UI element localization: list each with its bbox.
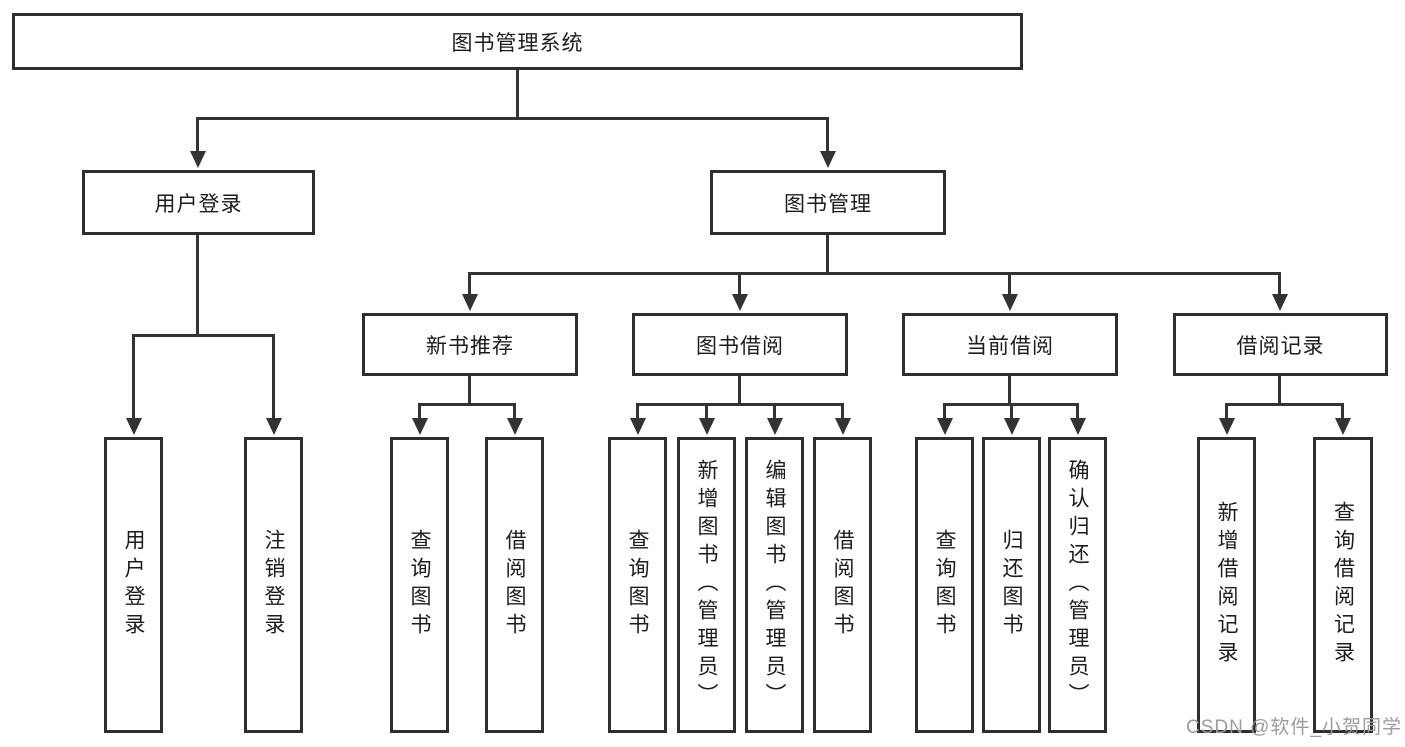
leaf-query-books-current: 查询图书 xyxy=(915,437,974,733)
arrowhead-icon xyxy=(937,418,953,435)
edge-line xyxy=(841,403,844,420)
edge-line xyxy=(468,272,471,296)
arrowhead-icon xyxy=(1272,294,1288,311)
leaf-borrow-books-borrowing: 借阅图书 xyxy=(813,437,872,733)
leaf-return-books: 归还图书 xyxy=(982,437,1041,733)
arrowhead-icon xyxy=(507,418,523,435)
arrowhead-icon xyxy=(732,294,748,311)
node-new-book-recommend: 新书推荐 xyxy=(362,313,578,376)
edge-line xyxy=(516,70,519,118)
edge-line xyxy=(272,334,275,420)
edge-line xyxy=(1278,272,1281,296)
edge-line xyxy=(636,403,639,420)
edge-line xyxy=(738,272,741,296)
leaf-borrow-books-recommend: 借阅图书 xyxy=(485,437,544,733)
leaf-edit-book-admin: 编辑图书（管理员） xyxy=(745,437,804,733)
leaf-user-login: 用户登录 xyxy=(104,437,163,733)
arrowhead-icon xyxy=(835,418,851,435)
arrowhead-icon xyxy=(126,418,142,435)
edge-line xyxy=(418,403,421,420)
arrowhead-icon xyxy=(767,418,783,435)
edge-line xyxy=(826,117,829,153)
arrowhead-icon xyxy=(1219,418,1235,435)
edge-line xyxy=(132,334,135,420)
node-library-system: 图书管理系统 xyxy=(12,13,1023,70)
arrowhead-icon xyxy=(462,294,478,311)
edge-line xyxy=(1076,403,1079,420)
leaf-add-book-admin: 新增图书（管理员） xyxy=(677,437,736,733)
edge-line xyxy=(132,334,274,337)
arrowhead-icon xyxy=(1004,418,1020,435)
arrowhead-icon xyxy=(820,151,836,168)
edge-line xyxy=(1225,403,1344,406)
leaf-query-borrow-record: 查询借阅记录 xyxy=(1313,437,1373,733)
edge-line xyxy=(773,403,776,420)
arrowhead-icon xyxy=(1070,418,1086,435)
edge-line xyxy=(1008,272,1011,296)
edge-line xyxy=(197,117,829,120)
edge-line xyxy=(738,376,741,404)
leaf-query-books-borrowing: 查询图书 xyxy=(608,437,667,733)
leaf-query-books-recommend: 查询图书 xyxy=(390,437,449,733)
arrowhead-icon xyxy=(266,418,282,435)
leaf-confirm-return-admin: 确认归还（管理员） xyxy=(1048,437,1107,733)
edge-line xyxy=(1008,376,1011,404)
leaf-logout: 注销登录 xyxy=(244,437,303,733)
arrowhead-icon xyxy=(1002,294,1018,311)
arrowhead-icon xyxy=(1335,418,1351,435)
edge-line xyxy=(468,272,1281,275)
edge-line xyxy=(1278,376,1281,404)
arrowhead-icon xyxy=(699,418,715,435)
csdn-watermark: CSDN @软件_小贺同学 xyxy=(1186,717,1402,738)
node-current-borrowing: 当前借阅 xyxy=(902,313,1118,376)
edge-line xyxy=(1341,403,1344,420)
edge-line xyxy=(196,117,199,153)
arrowhead-icon xyxy=(190,151,206,168)
edge-line xyxy=(705,403,708,420)
node-book-borrowing: 图书借阅 xyxy=(632,313,848,376)
edge-line xyxy=(513,403,516,420)
edge-line xyxy=(468,376,471,404)
node-user-login: 用户登录 xyxy=(82,170,315,235)
edge-line xyxy=(636,403,843,406)
arrowhead-icon xyxy=(630,418,646,435)
node-borrowing-records: 借阅记录 xyxy=(1173,313,1388,376)
edge-line xyxy=(943,403,946,420)
edge-line xyxy=(826,235,829,273)
edge-line xyxy=(1225,403,1228,420)
edge-line xyxy=(1010,403,1013,420)
edge-line xyxy=(418,403,516,406)
node-book-management: 图书管理 xyxy=(710,170,946,235)
leaf-add-borrow-record: 新增借阅记录 xyxy=(1197,437,1256,733)
arrowhead-icon xyxy=(412,418,428,435)
edge-line xyxy=(196,235,199,335)
